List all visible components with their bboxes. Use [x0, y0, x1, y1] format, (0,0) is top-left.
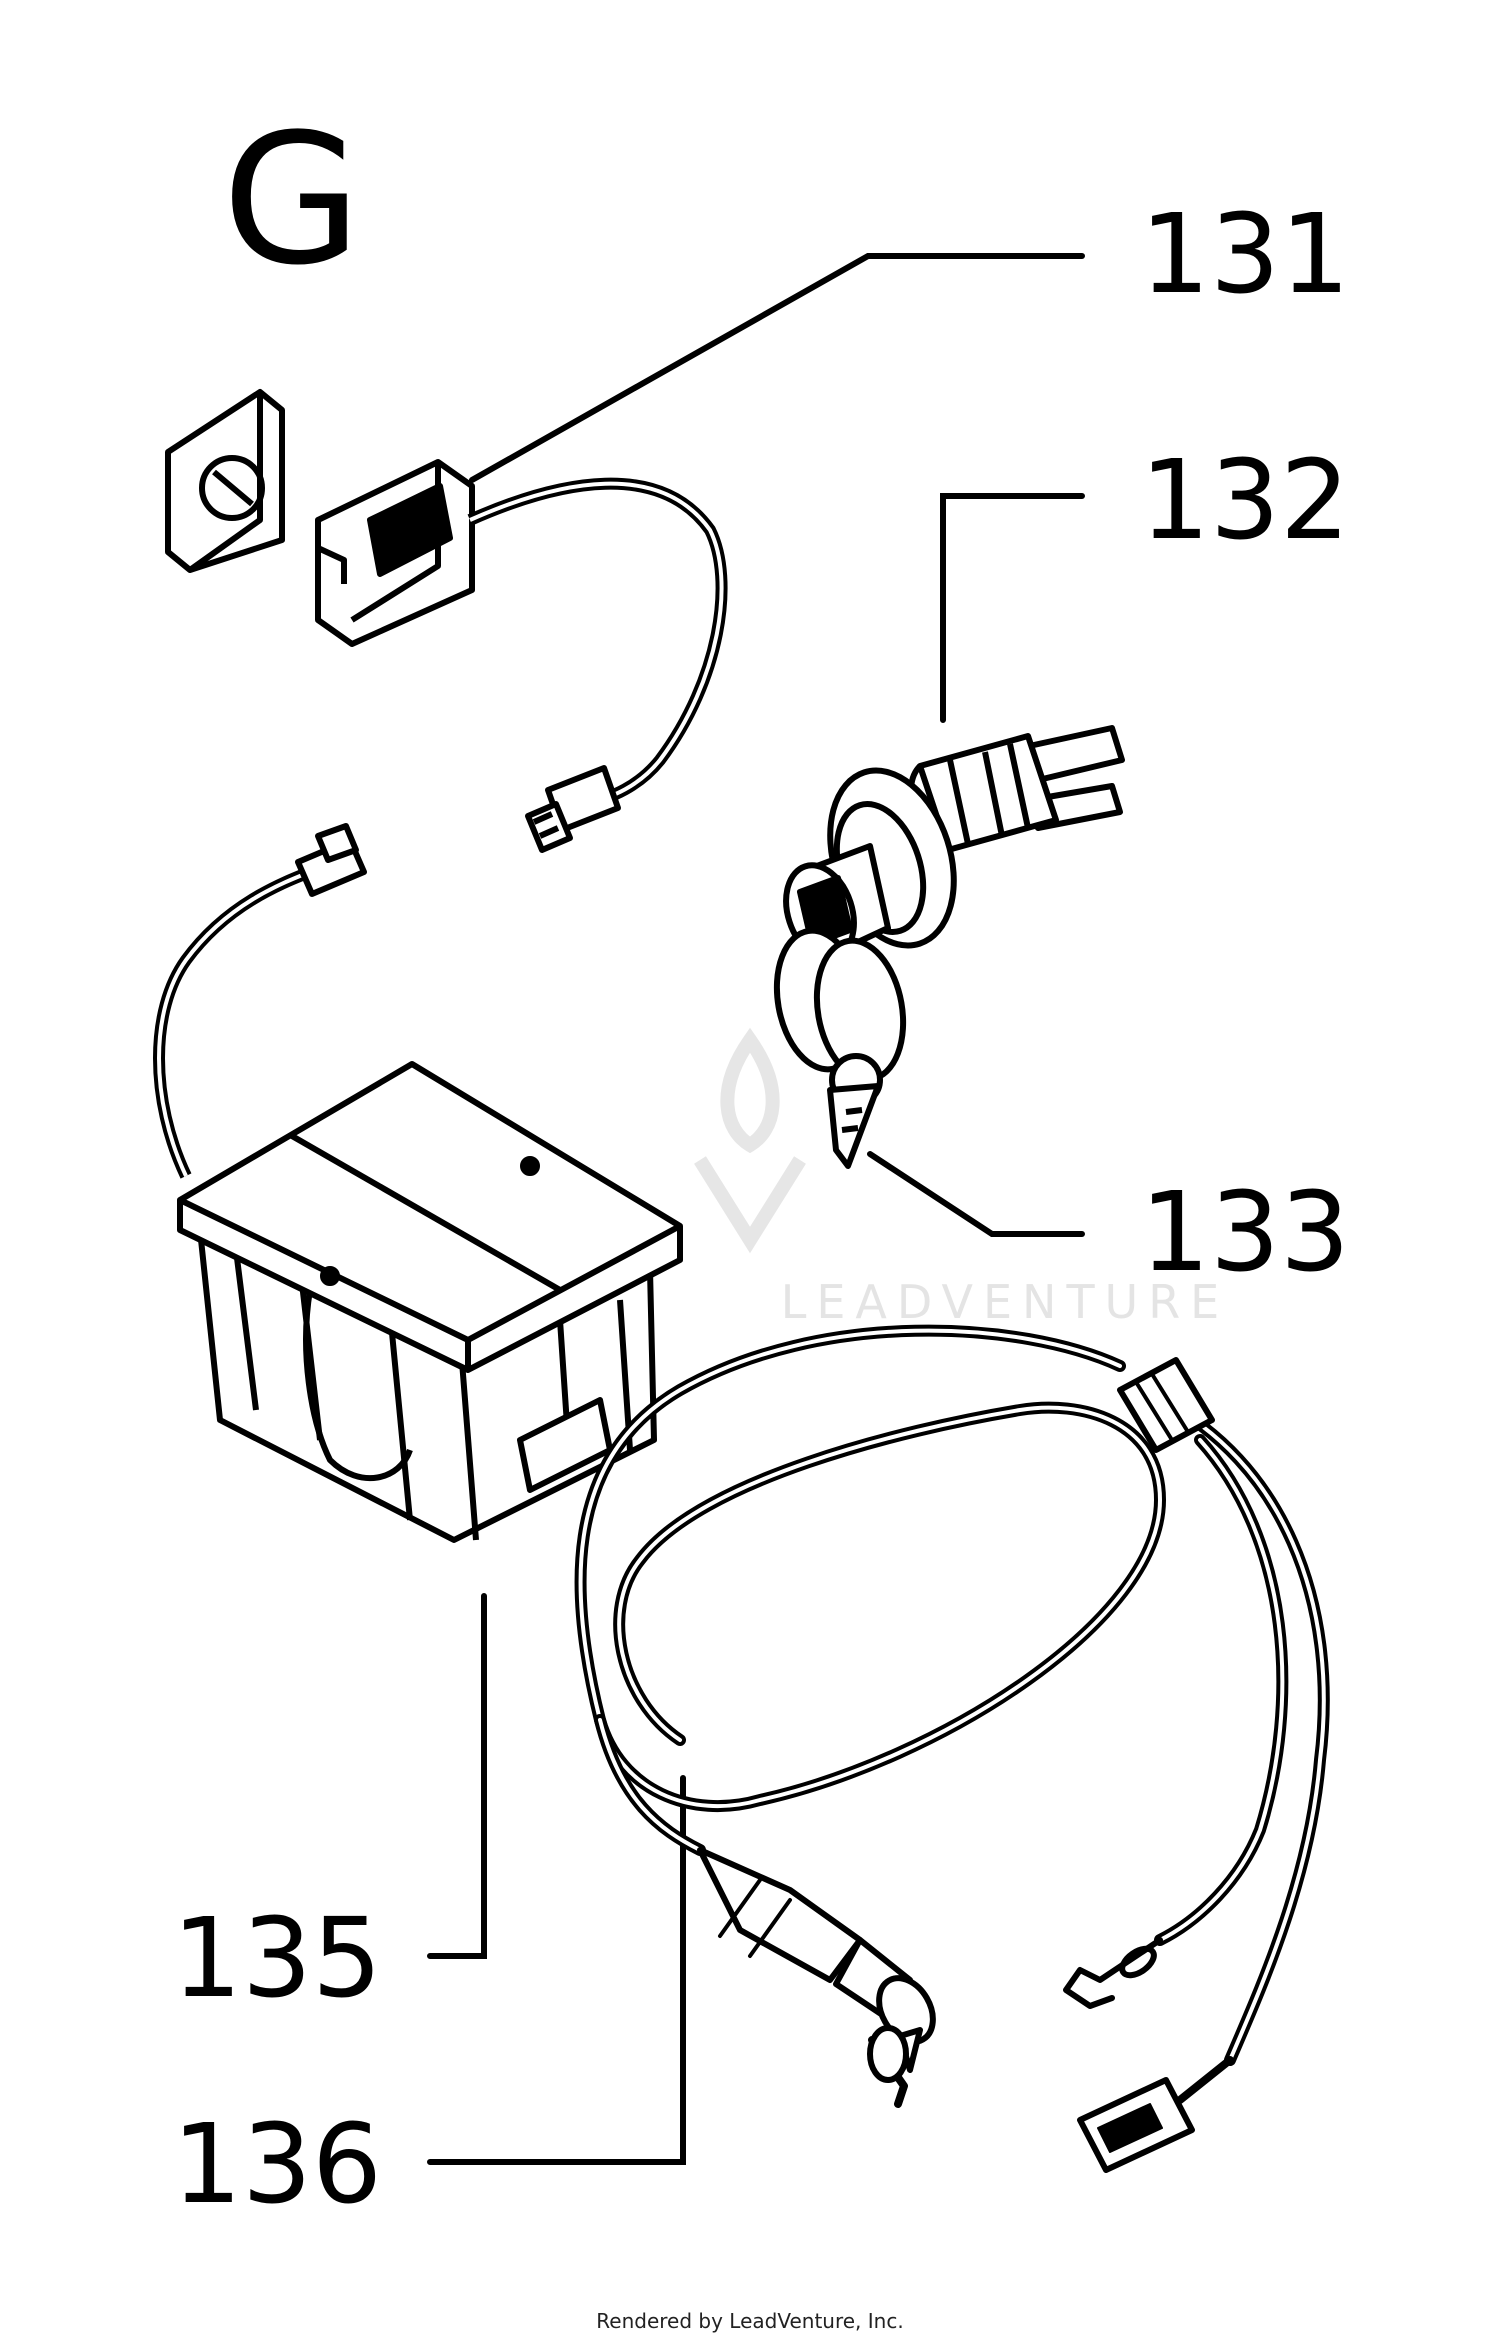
callout-136: 136 — [172, 2100, 382, 2228]
callout-133: 133 — [1140, 1168, 1350, 1296]
leader-lines — [427, 253, 1085, 2165]
callout-135: 135 — [172, 1894, 382, 2022]
footer-credit: Rendered by LeadVenture, Inc. — [596, 2309, 903, 2333]
leader-131 — [469, 253, 1085, 483]
leader-135 — [427, 1593, 487, 1959]
harness-part-136 — [574, 1324, 1330, 2173]
relay-part-131 — [165, 389, 728, 853]
keys-part-133 — [773, 927, 907, 1169]
leader-136 — [427, 1775, 686, 2165]
watermark-text: LEADVENTURE — [781, 1275, 1230, 1329]
watermark-logo — [694, 1027, 806, 1254]
leader-133 — [867, 1151, 1085, 1237]
section-letter: G — [222, 96, 361, 305]
callout-131: 131 — [1140, 190, 1350, 318]
battery-part-135 — [153, 823, 683, 1543]
callout-132: 132 — [1140, 436, 1350, 564]
ignition-switch-132 — [783, 725, 1125, 962]
leader-132 — [940, 493, 1085, 723]
